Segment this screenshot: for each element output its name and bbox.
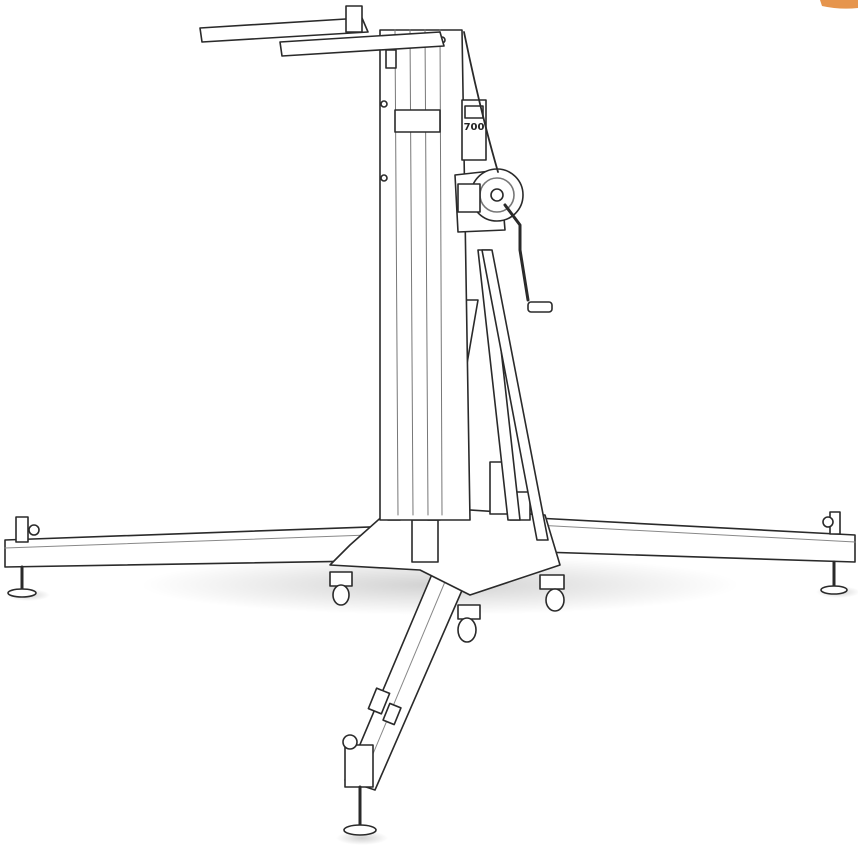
winch-rope [463, 31, 499, 173]
mast [379, 29, 471, 521]
top-forks [199, 5, 445, 69]
right-leg [479, 511, 856, 595]
left-leg [4, 516, 426, 598]
corner-accent [820, 0, 858, 9]
front-leg [342, 559, 471, 836]
winch [454, 168, 553, 313]
plate-label: 700 [464, 122, 485, 133]
caster-wheels [329, 571, 565, 643]
